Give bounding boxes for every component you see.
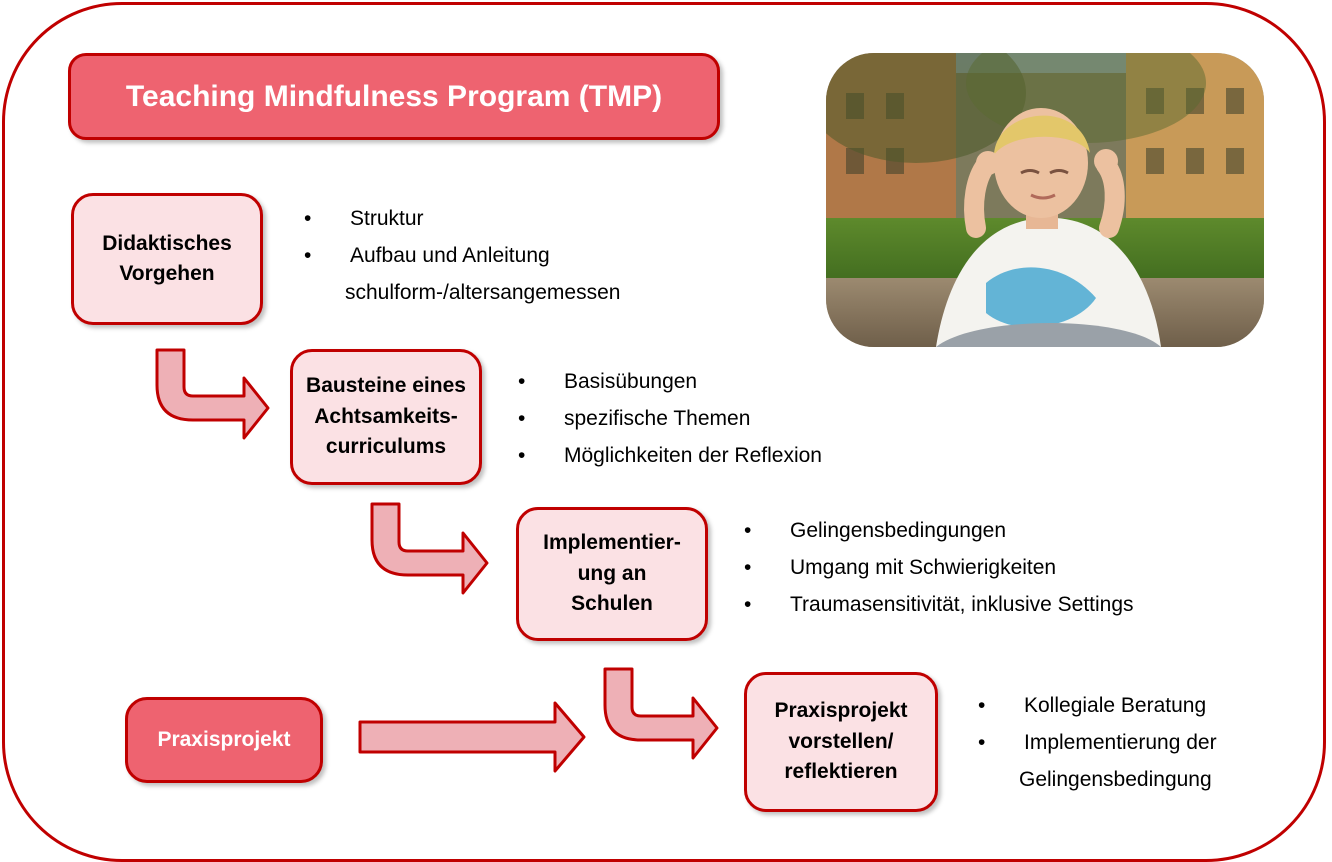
step-box-didaktisches-vorgehen: Didaktisches Vorgehen — [71, 193, 263, 325]
straight-arrow — [358, 701, 586, 773]
bullet-item: Umgang mit Schwierigkeiten — [740, 549, 1134, 586]
step-box-implementierung: Implementier- ung an Schulen — [516, 507, 708, 641]
step-label-4: Praxisprojekt vorstellen/ reflektieren — [774, 699, 908, 784]
meditating-child-photo — [826, 53, 1264, 347]
step-label-3: Implementier- ung an Schulen — [543, 531, 681, 616]
flow-arrows — [155, 348, 719, 773]
bullets-step-4: Kollegiale Beratung Implementierung der … — [974, 687, 1217, 798]
bullet-item: Struktur — [300, 200, 620, 237]
bent-arrow-2 — [370, 502, 489, 595]
bent-arrow-1 — [155, 348, 270, 440]
bullets-step-3: Gelingensbedingungen Umgang mit Schwieri… — [740, 512, 1134, 623]
step-box-praxisprojekt-vorstellen: Praxisprojekt vorstellen/ reflektieren — [744, 672, 938, 812]
step-box-bausteine: Bausteine eines Achtsamkeits- curriculum… — [290, 349, 482, 485]
bullet-item: Möglichkeiten der Reflexion — [514, 437, 822, 474]
program-title: Teaching Mindfulness Program (TMP) — [68, 53, 720, 140]
bullet-item: Traumasensitivität, inklusive Settings — [740, 586, 1134, 623]
bullet-item: Basisübungen — [514, 363, 822, 400]
bullet-continuation: schulform-/altersangemessen — [345, 281, 621, 304]
step-label-2: Bausteine eines Achtsamkeits- curriculum… — [306, 374, 466, 459]
bullets-step-2: Basisübungen spezifische Themen Möglichk… — [514, 363, 822, 474]
bullet-item: Aufbau und Anleitung — [300, 237, 620, 274]
bullet-item: spezifische Themen — [514, 400, 822, 437]
praxisprojekt-box: Praxisprojekt — [125, 697, 323, 783]
bent-arrow-3 — [603, 667, 719, 760]
bullet-continuation: Gelingensbedingung — [1019, 768, 1212, 791]
bullets-step-1: Struktur Aufbau und Anleitung schulform-… — [300, 200, 620, 311]
praxisprojekt-label: Praxisprojekt — [157, 727, 291, 751]
photo-illustration — [826, 53, 1264, 347]
bullet-item: Implementierung der — [974, 724, 1217, 761]
bullet-item: Gelingensbedingungen — [740, 512, 1134, 549]
bullet-item: Kollegiale Beratung — [974, 687, 1217, 724]
step-label-1: Didaktisches Vorgehen — [102, 231, 232, 285]
